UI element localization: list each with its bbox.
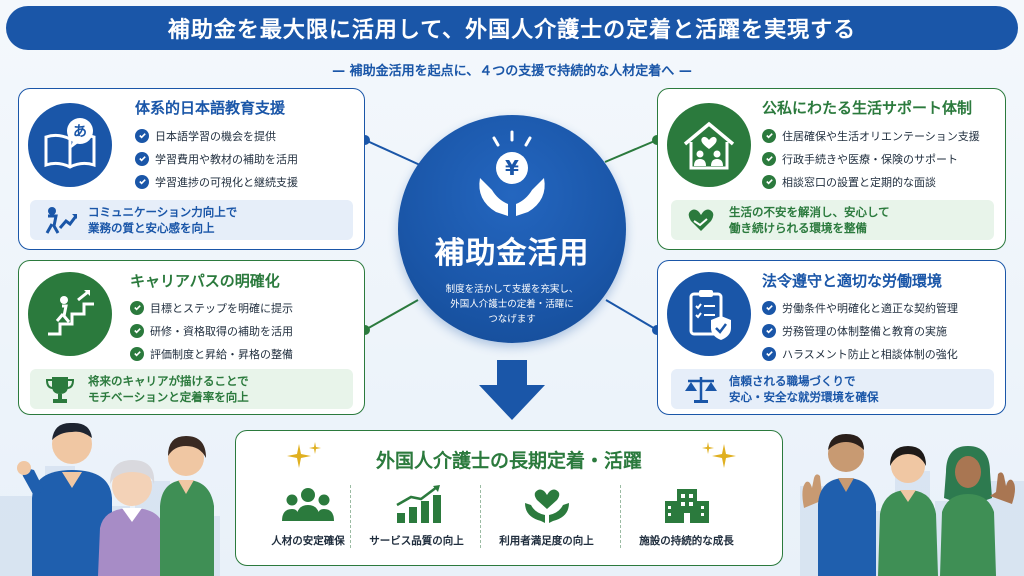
outcome-label: 利用者満足度の向上 [499, 535, 594, 547]
page-title: 補助金を最大限に活用して、外国人介護士の定着と活躍を実現する [167, 18, 857, 43]
list-item: 行政手続きや医療・保険のサポート [762, 147, 980, 170]
list-item: 評価制度と昇給・昇格の整備 [130, 342, 293, 365]
yen-coin-hands-icon: ¥ [479, 130, 545, 216]
people-group-icon [282, 488, 334, 521]
footer-line: 安心・安全な就労環境を確保 [729, 390, 879, 404]
svg-text:¥: ¥ [505, 156, 519, 180]
outcome-item: 利用者満足度の向上 [480, 485, 612, 548]
check-icon [762, 300, 776, 315]
heart-hands-icon [524, 489, 569, 523]
down-arrow [479, 360, 545, 420]
bullet-list-japanese: 日本語学習の機会を提供 学習費用や教材の補助を活用 学習進捗の可視化と継続支援 [135, 124, 298, 193]
connector-life [604, 139, 658, 163]
card-footer-career: 将来のキャリアが描けることでモチベーションと定着率を向上 [30, 369, 353, 409]
list-item: 日本語学習の機会を提供 [135, 124, 298, 147]
scales-icon [685, 377, 717, 403]
bullet-list-legal: 労働条件や明確化と適正な契約管理 労務管理の体制整備と教育の実施 ハラスメント防… [762, 296, 958, 365]
list-item: 労働条件や明確化と適正な契約管理 [762, 296, 958, 319]
list-item: 学習費用や教材の補助を活用 [135, 147, 298, 170]
list-item: ハラスメント防止と相談体制の強化 [762, 342, 958, 365]
connector-career [364, 299, 419, 331]
list-item: 研修・資格取得の補助を活用 [130, 319, 293, 342]
heart-handshake-icon [688, 209, 714, 231]
connector-legal [605, 299, 658, 331]
outcome-item: 施設の持続的な成長 [620, 485, 752, 548]
card-footer-legal: 信頼される職場づくりで安心・安全な就労環境を確保 [671, 369, 994, 409]
list-item: 目標とステップを明確に提示 [130, 296, 293, 319]
list-item: 学習進捗の可視化と継続支援 [135, 170, 298, 193]
footer-line: 信頼される職場づくりで [729, 374, 856, 388]
center-title: 補助金活用 [434, 236, 590, 271]
page-subtitle: — 補助金活用を起点に、４つの支援で持続的な人材定着へ — [332, 64, 692, 79]
sparkle-icon [287, 442, 321, 468]
list-item: 相談窓口の設置と定期的な面談 [762, 170, 980, 193]
check-icon [135, 128, 149, 143]
caregivers-elderly-illustration [17, 422, 214, 576]
trophy-icon [45, 377, 75, 403]
outcome-item: 人材の安定確保 [242, 485, 374, 548]
outcome-label: 人材の安定確保 [271, 535, 345, 547]
list-item: 労務管理の体制整備と教育の実施 [762, 319, 958, 342]
card-title-life: 公私にわたる生活サポート体制 [762, 99, 973, 117]
check-icon [135, 151, 149, 166]
svg-text:あ: あ [73, 124, 87, 140]
stairs-climb-icon [28, 272, 112, 356]
check-icon [762, 174, 776, 189]
check-icon [762, 128, 776, 143]
footer-line: 業務の質と安心感を向上 [88, 221, 215, 235]
outcome-item: サービス品質の向上 [350, 485, 482, 548]
book-speech-icon: あ [28, 103, 112, 187]
list-item: 住居確保や生活オリエンテーション支援 [762, 124, 980, 147]
title-bar: 補助金を最大限に活用して、外国人介護士の定着と活躍を実現する [6, 6, 1018, 50]
bullet-list-career: 目標とステップを明確に提示 研修・資格取得の補助を活用 評価制度と昇給・昇格の整… [130, 296, 293, 365]
check-icon [130, 346, 144, 361]
outcome-label: 施設の持続的な成長 [639, 535, 734, 547]
check-icon [762, 151, 776, 166]
center-desc-line: 制度を活かして支援を充実し、 [445, 284, 579, 295]
check-icon [135, 174, 149, 189]
footer-line: モチベーションと定着率を向上 [88, 390, 249, 404]
center-desc-line: つなげます [488, 314, 536, 325]
house-family-icon [667, 103, 751, 187]
card-title-career: キャリアパスの明確化 [130, 272, 280, 290]
clipboard-shield-icon [667, 272, 751, 356]
check-icon [762, 346, 776, 361]
diverse-caregivers-illustration [802, 434, 1015, 576]
check-icon [130, 323, 144, 338]
footer-line: 働き続けられる環境を整備 [729, 221, 867, 235]
outcome-title: 外国人介護士の長期定着・活躍 [375, 450, 642, 472]
connector-japanese [364, 139, 421, 166]
sparkle-icon [702, 442, 736, 468]
check-icon [762, 323, 776, 338]
footer-line: 将来のキャリアが描けることで [88, 374, 249, 388]
bullet-list-life: 住居確保や生活オリエンテーション支援 行政手続きや医療・保険のサポート 相談窓口… [762, 124, 980, 193]
bar-growth-icon [395, 485, 441, 523]
footer-line: コミュニケーション力向上で [88, 205, 238, 219]
check-icon [130, 300, 144, 315]
center-desc-line: 外国人介護士の定着・活躍に [450, 299, 574, 310]
card-title-japanese: 体系的日本語教育支援 [135, 99, 286, 117]
card-footer-japanese: コミュニケーション力向上で業務の質と安心感を向上 [30, 200, 353, 240]
card-title-legal: 法令遵守と適切な労働環境 [762, 272, 943, 290]
building-icon [664, 489, 709, 523]
footer-line: 生活の不安を解消し、安心して [729, 205, 890, 219]
growth-person-icon [45, 207, 78, 234]
card-footer-life: 生活の不安を解消し、安心して働き続けられる環境を整備 [671, 200, 994, 240]
outcome-label: サービス品質の向上 [369, 535, 464, 547]
center-description: 制度を活かして支援を充実し、 外国人介護士の定着・活躍に つなげます [398, 282, 626, 327]
